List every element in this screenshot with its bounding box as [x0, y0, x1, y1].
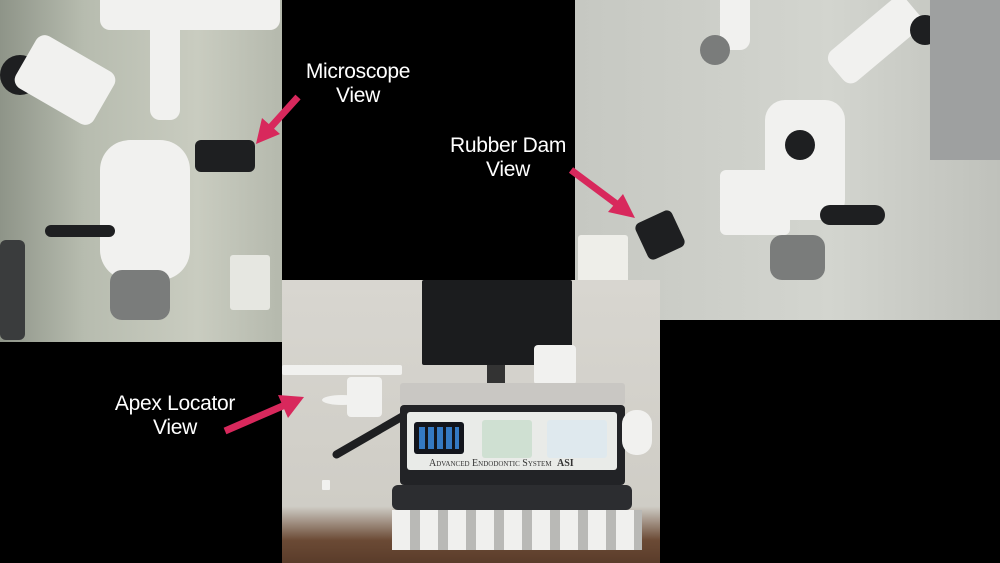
label-line: View — [486, 158, 530, 181]
foot-control — [622, 410, 652, 455]
label-line: Apex Locator — [114, 392, 236, 415]
microscope-photo — [0, 0, 282, 342]
brand-text: Advanced Endodontic System — [429, 458, 552, 469]
label-line: View — [336, 84, 380, 107]
apex-display — [547, 420, 607, 458]
motor-display — [482, 420, 532, 458]
apex-locator-view-label: Apex Locator View — [105, 392, 245, 440]
label-line: Rubber Dam — [449, 134, 567, 157]
rubber-dam-photo — [575, 0, 1000, 320]
control-panel: Advanced Endodontic System ASI — [407, 412, 617, 470]
label-line: View — [153, 416, 197, 439]
logo-text: ASI — [557, 458, 574, 469]
label-line: Microscope — [305, 60, 411, 83]
rubber-dam-view-label: Rubber Dam View — [440, 134, 576, 182]
touchscreen[interactable] — [414, 422, 464, 454]
apex-locator-photo: Advanced Endodontic System ASI — [282, 280, 660, 563]
microscope-view-label: Microscope View — [298, 60, 418, 108]
